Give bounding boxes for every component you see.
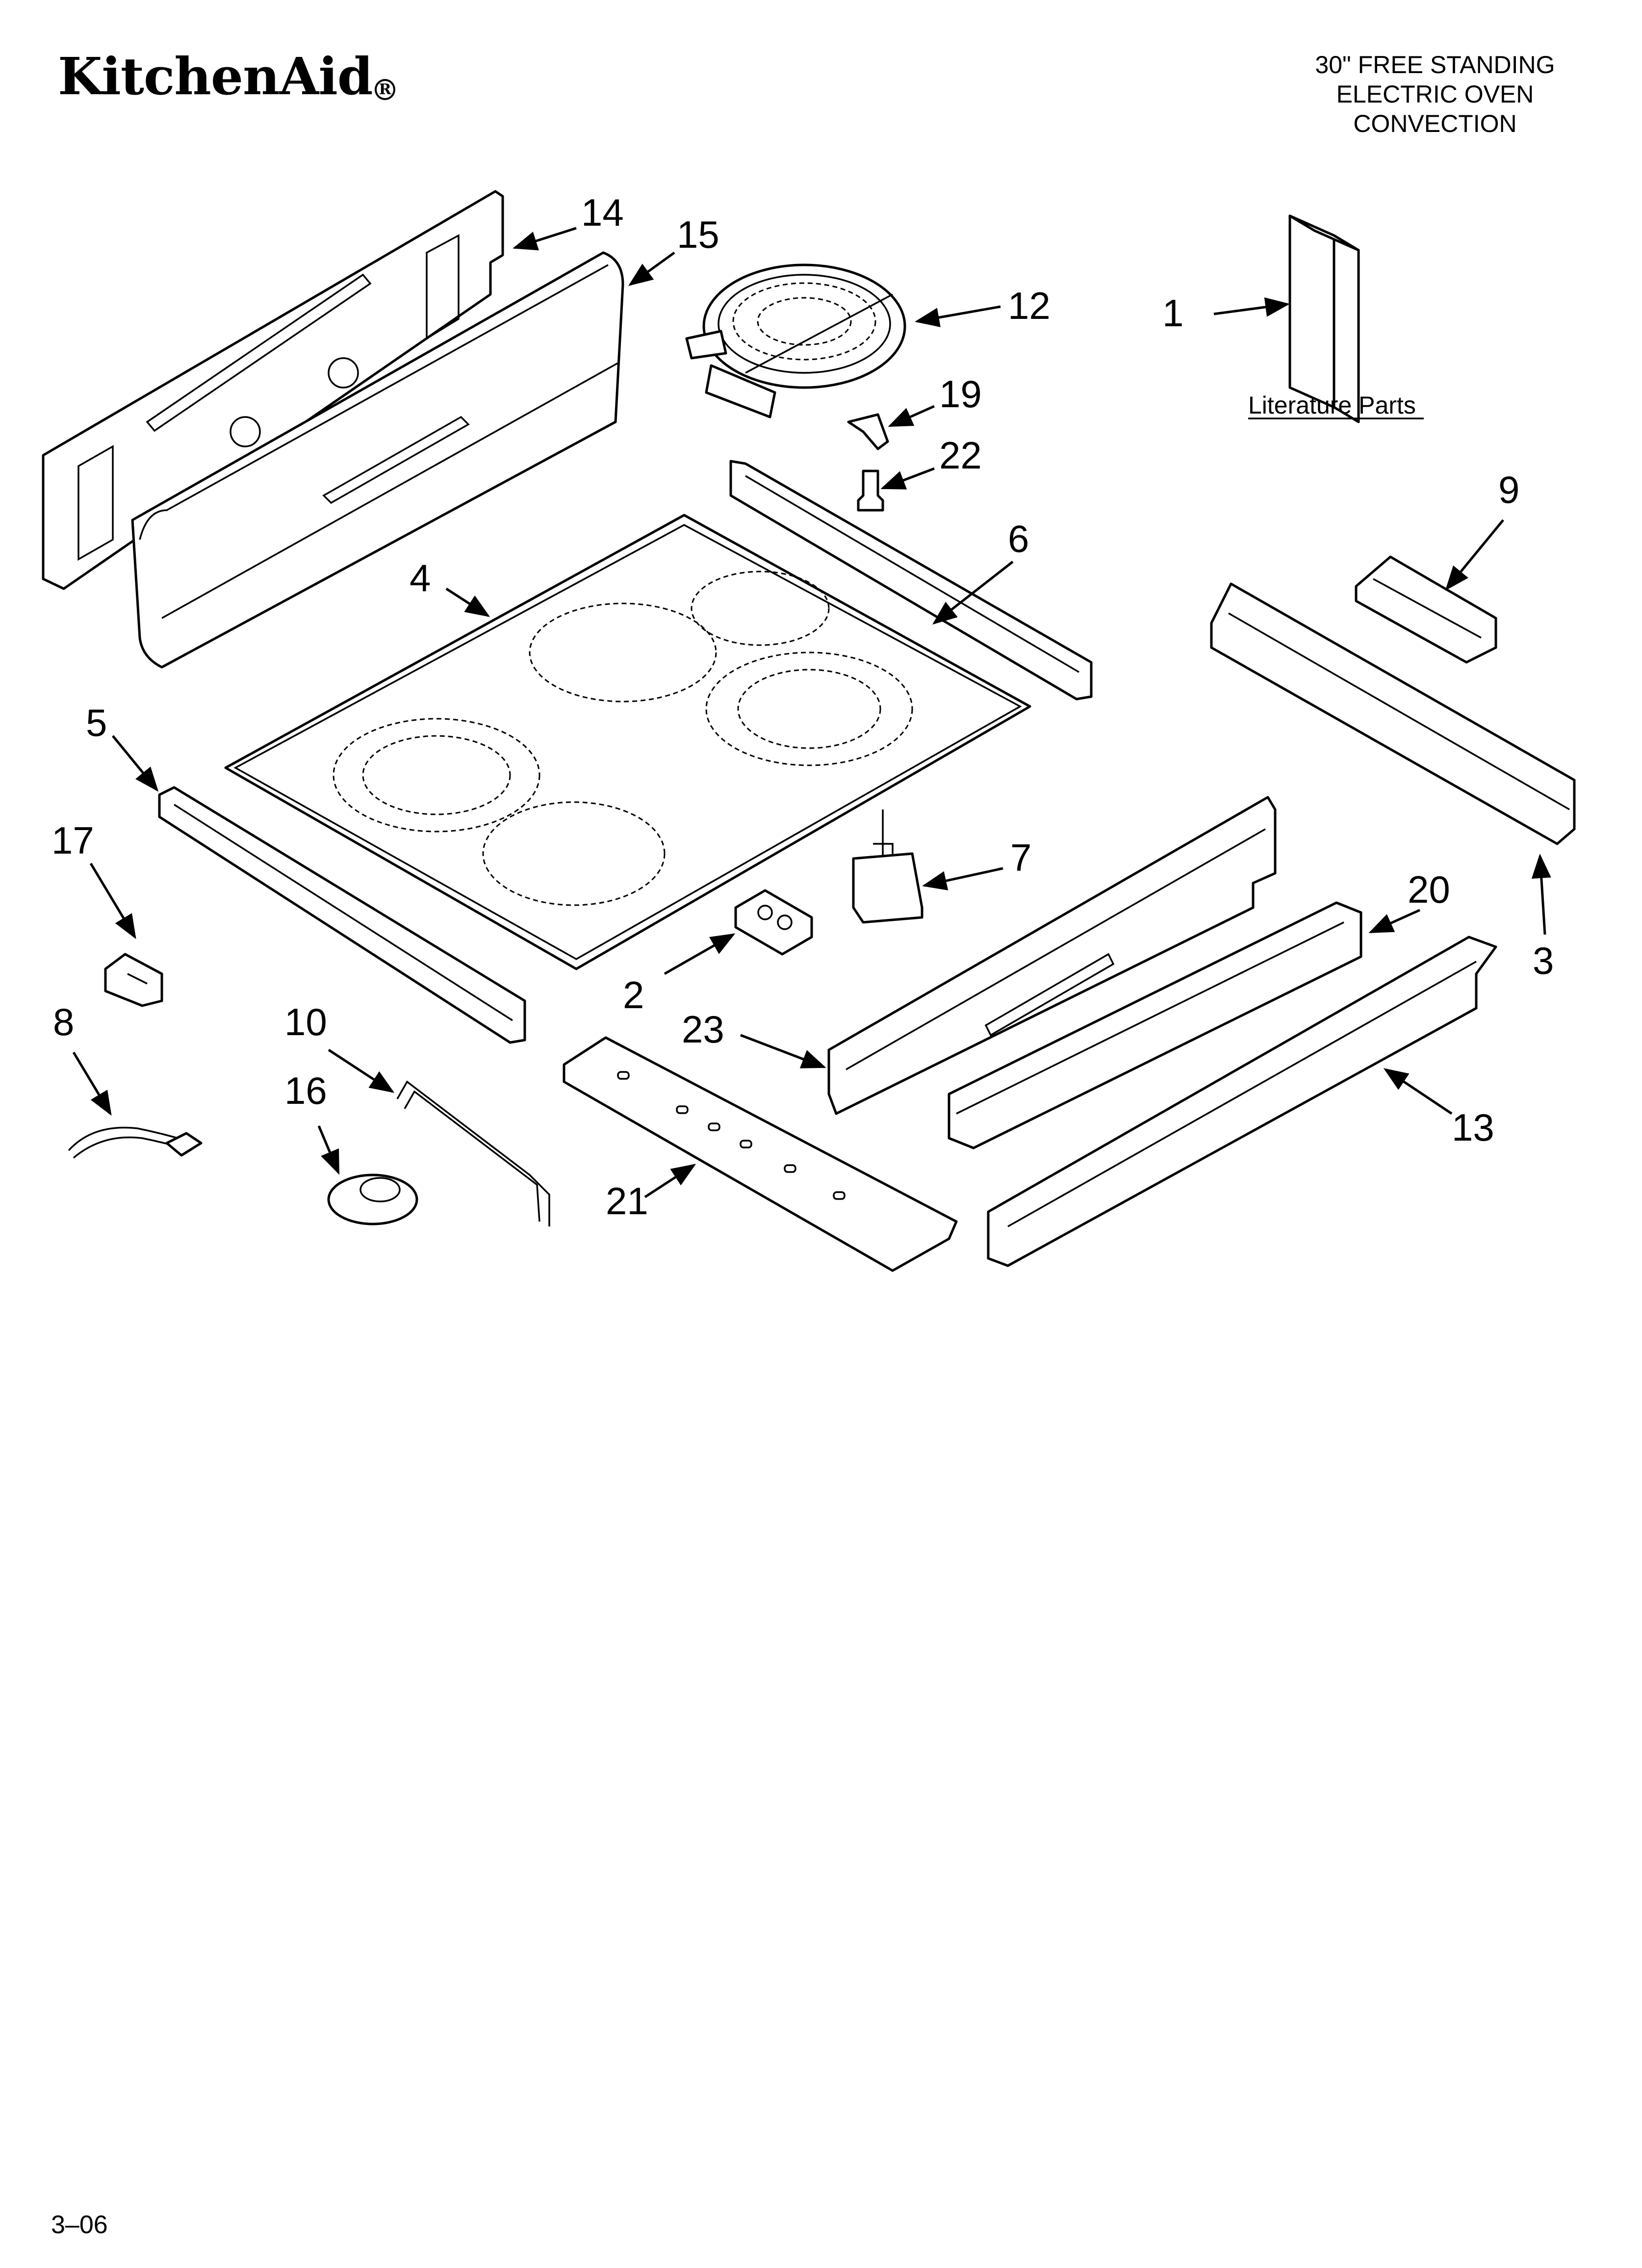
callout-20: 20 — [1408, 868, 1450, 911]
callout-14: 14 — [581, 191, 624, 234]
title-line-1: 30" FREE STANDING — [1315, 51, 1555, 78]
page-title: 30" FREE STANDING ELECTRIC OVEN CONVECTI… — [1263, 50, 1607, 138]
wire-bracket-part — [396, 1080, 550, 1226]
plate-bracket-part — [104, 953, 163, 1007]
wire-harness-part — [68, 1126, 203, 1159]
callout-5: 5 — [86, 701, 107, 744]
clip-part — [847, 413, 889, 450]
callout-23: 23 — [682, 1008, 724, 1051]
callout-9: 9 — [1498, 468, 1519, 511]
callout-3: 3 — [1533, 939, 1554, 982]
page-code: 3–06 — [51, 2211, 108, 2239]
literature-book-part — [1288, 214, 1360, 423]
rear-panel-part — [42, 190, 504, 590]
terminal-block-part — [734, 889, 813, 956]
callout-10: 10 — [284, 1000, 327, 1043]
callout-16: 16 — [284, 1069, 327, 1112]
callout-15: 15 — [677, 213, 719, 256]
callout-22: 22 — [939, 434, 982, 477]
side-panel-part — [827, 796, 1277, 1115]
radiant-element-part — [685, 263, 906, 418]
callout-21: 21 — [606, 1179, 648, 1223]
thermostat-part — [327, 1173, 418, 1225]
control-trim-part — [563, 1036, 958, 1272]
rear-rail-part — [729, 460, 1093, 701]
title-line-2: ELECTRIC OVEN — [1336, 80, 1534, 108]
callout-13: 13 — [1452, 1106, 1494, 1149]
callout-2: 2 — [623, 973, 644, 1017]
callout-17: 17 — [51, 819, 94, 862]
callout-12: 12 — [1008, 284, 1051, 327]
brand-name: KitchenAid — [58, 46, 373, 106]
callout-19: 19 — [939, 372, 982, 416]
front-rail-part — [987, 936, 1497, 1267]
callout-7: 7 — [1010, 836, 1031, 879]
front-trim-part — [158, 786, 526, 1044]
registered-mark: R — [374, 79, 395, 100]
screw-part — [857, 469, 884, 512]
callout-8: 8 — [53, 1000, 74, 1043]
literature-parts-label: Literature Parts — [1248, 391, 1416, 419]
control-panel-part — [131, 251, 624, 669]
cooktop-glass-part — [224, 514, 1031, 970]
callout-1: 1 — [1162, 291, 1183, 335]
switch-part — [852, 809, 924, 924]
bracket-part — [1355, 555, 1497, 664]
callout-6: 6 — [1008, 517, 1029, 560]
callout-4: 4 — [410, 556, 431, 600]
inner-rail-part — [948, 901, 1362, 1149]
side-rail-right-part — [1210, 582, 1576, 845]
title-line-3: CONVECTION — [1353, 110, 1517, 137]
